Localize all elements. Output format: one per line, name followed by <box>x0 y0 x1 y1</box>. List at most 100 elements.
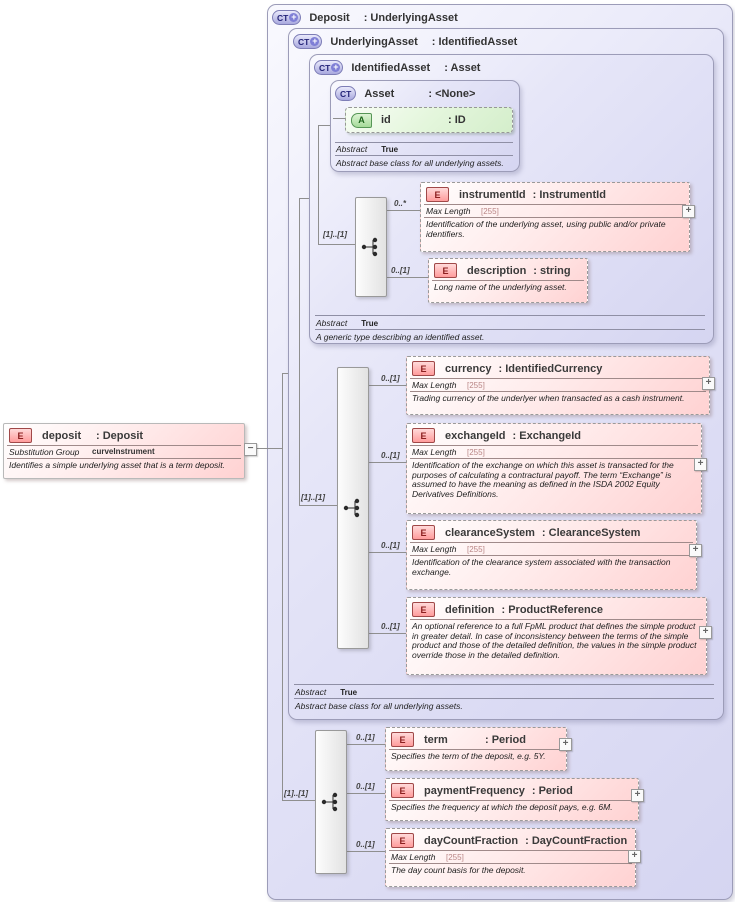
expand-toggle[interactable]: + <box>699 626 712 639</box>
expand-toggle[interactable]: + <box>702 377 715 390</box>
element-box-deposit[interactable]: E deposit : Deposit Substitution Group c… <box>3 423 245 479</box>
attribute-type: : ID <box>448 114 466 126</box>
element-icon: E <box>426 187 449 202</box>
element-type: : Period <box>531 784 573 797</box>
ct-annotation: Abstract base class for all underlying a… <box>336 158 504 168</box>
element-box-clearanceSystem[interactable]: E clearanceSystem : ClearanceSystem Max … <box>406 520 697 590</box>
ct-base-type: : IdentifiedAsset <box>431 35 518 48</box>
expand-toggle[interactable]: + <box>559 738 572 751</box>
sequence-icon <box>321 792 338 812</box>
sequence-connector[interactable] <box>337 367 369 649</box>
abstract-value: True <box>381 145 399 154</box>
element-type: : DayCountFraction <box>525 834 628 847</box>
expand-plus-icon: + <box>289 12 299 22</box>
element-box-instrumentId[interactable]: E instrumentId : InstrumentId Max Length… <box>420 182 690 252</box>
connector-line <box>385 210 420 211</box>
connector-line <box>282 373 288 374</box>
element-name: deposit <box>42 429 82 442</box>
expand-toggle[interactable]: + <box>682 205 695 218</box>
attribute-box-id[interactable]: A id : ID <box>345 107 513 133</box>
complextype-icon: CT <box>335 86 357 101</box>
attribute-name: id <box>381 114 391 126</box>
element-box-currency[interactable]: E currency : IdentifiedCurrency Max Leng… <box>406 356 710 415</box>
connector-line <box>333 118 347 119</box>
element-type: : Period <box>485 733 526 746</box>
element-annotation: Specifies the frequency at which the dep… <box>391 802 613 812</box>
connector-line <box>243 448 282 449</box>
sequence-connector[interactable] <box>315 730 347 874</box>
expand-toggle[interactable]: + <box>694 458 707 471</box>
element-box-dayCountFraction[interactable]: E dayCountFraction : DayCountFraction Ma… <box>385 828 636 887</box>
maxlength-value: [255] <box>481 207 499 216</box>
element-name: description <box>467 264 527 277</box>
element-annotation: Identification of the underlying asset, … <box>426 219 666 239</box>
cardinality-label: [1]..[1] <box>301 493 325 502</box>
expand-toggle[interactable]: + <box>689 544 702 557</box>
element-annotation: Identifies a simple underlying asset tha… <box>9 460 225 470</box>
element-type: : Deposit <box>96 429 144 442</box>
ct-name: Deposit <box>309 11 350 24</box>
cardinality-label: [1]..[1] <box>323 230 347 239</box>
ct-box-asset[interactable]: CT Asset : <None> A id : ID Abstract Tru… <box>330 80 520 172</box>
element-icon: E <box>391 732 414 747</box>
element-icon: E <box>412 602 435 617</box>
sequence-connector[interactable] <box>355 197 387 297</box>
element-box-exchangeId[interactable]: E exchangeId : ExchangeId Max Length [25… <box>406 423 702 514</box>
cardinality-label: 0..[1] <box>381 622 400 631</box>
maxlength-label: Max Length <box>412 544 457 554</box>
element-box-paymentFrequency[interactable]: E paymentFrequency : Period Specifies th… <box>385 778 639 821</box>
connector-line <box>367 385 406 386</box>
divider <box>315 315 705 316</box>
connector-line <box>282 373 283 801</box>
ct-base-type: : UnderlyingAsset <box>363 11 458 24</box>
divider <box>410 391 706 392</box>
divider <box>410 445 698 446</box>
divider <box>335 142 513 143</box>
ct-annotation: Abstract base class for all underlying a… <box>295 701 463 711</box>
element-icon: E <box>9 428 32 443</box>
element-box-definition[interactable]: E definition : ProductReference An optio… <box>406 597 707 675</box>
sequence-icon <box>361 237 378 257</box>
element-annotation: Identification of the clearance system a… <box>412 557 671 577</box>
element-name: exchangeId <box>445 429 506 442</box>
element-name: clearanceSystem <box>445 526 535 539</box>
abstract-label: Abstract <box>295 687 327 697</box>
divider <box>335 155 513 156</box>
abstract-value: True <box>361 319 379 328</box>
cardinality-label: 0..[1] <box>356 840 375 849</box>
sequence-icon <box>343 498 360 518</box>
maxlength-label: Max Length <box>391 852 436 862</box>
element-icon: E <box>412 428 435 443</box>
divider <box>410 378 706 379</box>
element-box-term[interactable]: E term : Period Specifies the term of th… <box>385 727 567 771</box>
expand-plus-icon: + <box>310 36 320 46</box>
expand-toggle[interactable]: + <box>631 789 644 802</box>
element-type: : IdentifiedCurrency <box>498 362 603 375</box>
divider <box>389 749 563 750</box>
divider <box>389 850 632 851</box>
complextype-icon: CT+ <box>314 60 344 75</box>
cardinality-label: 0..[1] <box>356 733 375 742</box>
collapse-toggle[interactable]: − <box>244 443 257 456</box>
ct-annotation: A generic type describing an identified … <box>316 332 485 342</box>
cardinality-label: 0..[1] <box>381 451 400 460</box>
divider <box>410 542 693 543</box>
ct-name: IdentifiedAsset <box>351 61 431 74</box>
abstract-row: Abstract True <box>316 318 378 328</box>
divider <box>389 800 635 801</box>
expand-toggle[interactable]: + <box>628 850 641 863</box>
connector-line <box>367 552 406 553</box>
connector-line <box>345 744 385 745</box>
abstract-row: Abstract True <box>336 144 398 154</box>
connector-line <box>367 462 406 463</box>
attribute-icon: A <box>351 112 372 128</box>
substitution-group-label: Substitution Group <box>9 447 80 457</box>
maxlength-value: [255] <box>446 853 464 862</box>
connector-line <box>318 125 319 245</box>
connector-line <box>318 125 330 126</box>
element-type: : ClearanceSystem <box>541 526 641 539</box>
maxlength-value: [255] <box>467 545 485 554</box>
divider <box>410 458 698 459</box>
element-box-description[interactable]: E description : string Long name of the … <box>428 258 588 303</box>
element-name: definition <box>445 603 495 616</box>
